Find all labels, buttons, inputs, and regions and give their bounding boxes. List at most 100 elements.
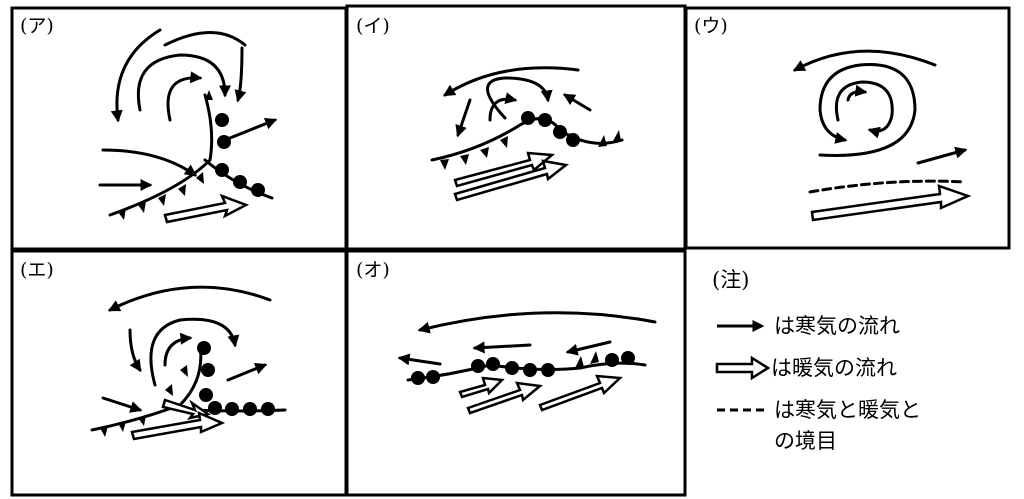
warm-front-semicircle [621,351,635,365]
warm-front-semicircle [521,111,535,125]
cold-front-triangle [205,90,213,100]
cold-flow-arrow [916,146,968,165]
cold-front-triangle [138,201,146,213]
cold-flow-arrow [562,93,592,112]
warm-front-semicircle [215,113,229,127]
panel-label-u: (ウ) [694,15,728,37]
panel-label-i: (イ) [356,15,390,37]
cold-flow-arrow [163,31,247,47]
warm-front-semicircle [523,363,537,377]
cold-front-triangle [165,384,173,396]
cold-flow-arrow [455,98,472,138]
front-symbols-e [100,341,275,437]
cold-flow-arrow [835,80,894,139]
warm-front-semicircle [541,363,555,377]
cold-flow-arrow [417,311,657,334]
cold-front-triangle [590,351,599,364]
warm-front-semicircle [215,163,229,177]
cold-flow-arrow [166,71,203,122]
cold-flow-arrow [486,76,553,120]
cold-flow-arrow [472,341,532,354]
cold-flow-arrow [107,285,272,312]
cold-front-triangle [480,147,489,158]
front-line [108,93,214,217]
cold-front-triangle [158,194,166,206]
warm-flow-arrow [810,184,972,222]
front-line [90,343,203,432]
warm-flow-arrow [466,381,544,415]
legend: (注) は寒気の流れ は暖気の流れ は寒気と暖気と の境目 [712,268,921,453]
warm-front-semicircle [426,370,440,384]
cold-front-triangle [440,159,449,170]
panel-label-e: (エ) [20,259,54,281]
warm-flow-arrow [538,374,623,412]
cold-front-triangle [196,172,204,184]
cold-front-triangle [180,365,188,377]
cold-flow-arrow [846,84,868,102]
cold-flow-arrow [442,66,580,97]
legend-boundary-label-1: は寒気と暖気と [774,398,921,422]
cold-flow-arrow [101,148,197,177]
warm-front-semicircle [505,361,519,375]
warm-front-semicircle [251,183,265,197]
panel-u-diagram [792,49,972,222]
legend-warm-label: は暖気の流れ [771,356,897,380]
cold-front-triangle [138,415,146,426]
panel-a-diagram [98,28,278,224]
legend-title: (注) [712,268,749,292]
panel-label-a: (ア) [20,15,54,37]
legend-warm-arrow [715,355,771,381]
warm-front-semicircle [217,135,231,149]
warm-front-semicircle [261,402,275,416]
front-symbols-o [411,351,635,385]
cold-flow-arrow [226,363,268,382]
warm-front-semicircle [233,175,247,189]
cold-front-triangle [460,154,469,165]
panel-frame-o [345,249,687,497]
warm-front-semicircle [225,402,239,416]
cold-front-triangle [598,135,607,147]
cold-front-triangle [100,426,108,437]
cold-front-triangle [118,421,126,432]
front-symbols-a [118,90,265,220]
legend-boundary-label-2: の境目 [774,429,837,453]
boundary-dashed [808,179,967,194]
warm-front-semicircle [201,363,215,377]
warm-flow-arrow [163,193,250,224]
warm-front-semicircle [471,359,485,373]
cold-flow-arrow [223,117,278,142]
cold-flow-arrow [792,49,937,72]
front-symbols-i [440,111,621,170]
cold-front-triangle [178,184,186,196]
warm-front-semicircle [553,125,567,139]
legend-cold-label: は寒気の流れ [774,314,900,338]
cold-flow-arrow [565,340,612,356]
panel-frame-u [684,6,1011,250]
cold-flow-arrow [136,53,231,112]
cold-flow-arrow [163,332,193,367]
cold-flow-arrow [397,353,442,366]
warm-flow-arrow [453,159,569,202]
panel-e-diagram [90,285,287,441]
warm-front-semicircle [199,388,213,402]
warm-front-semicircle [411,371,425,385]
cold-front-triangle [575,356,584,368]
cold-flow-arrow [110,28,162,123]
cold-front-triangle [500,136,508,148]
cold-flow-arrow [818,63,917,157]
warm-flow-arrow [458,376,505,399]
panel-frames [10,4,1011,497]
warm-front-semicircle [197,341,211,355]
cold-front-triangle [612,130,621,143]
panel-label-o: (オ) [356,259,390,281]
cold-flow-arrow [488,92,518,122]
warm-front-semicircle [566,133,580,147]
panel-i-diagram [430,66,624,202]
warm-front-semicircle [605,353,619,367]
warm-front-semicircle [486,357,500,371]
cold-flow-arrow [128,328,142,372]
cold-flow-arrow [149,317,240,387]
cold-flow-arrow [234,46,247,103]
cold-flow-arrow [101,396,143,413]
